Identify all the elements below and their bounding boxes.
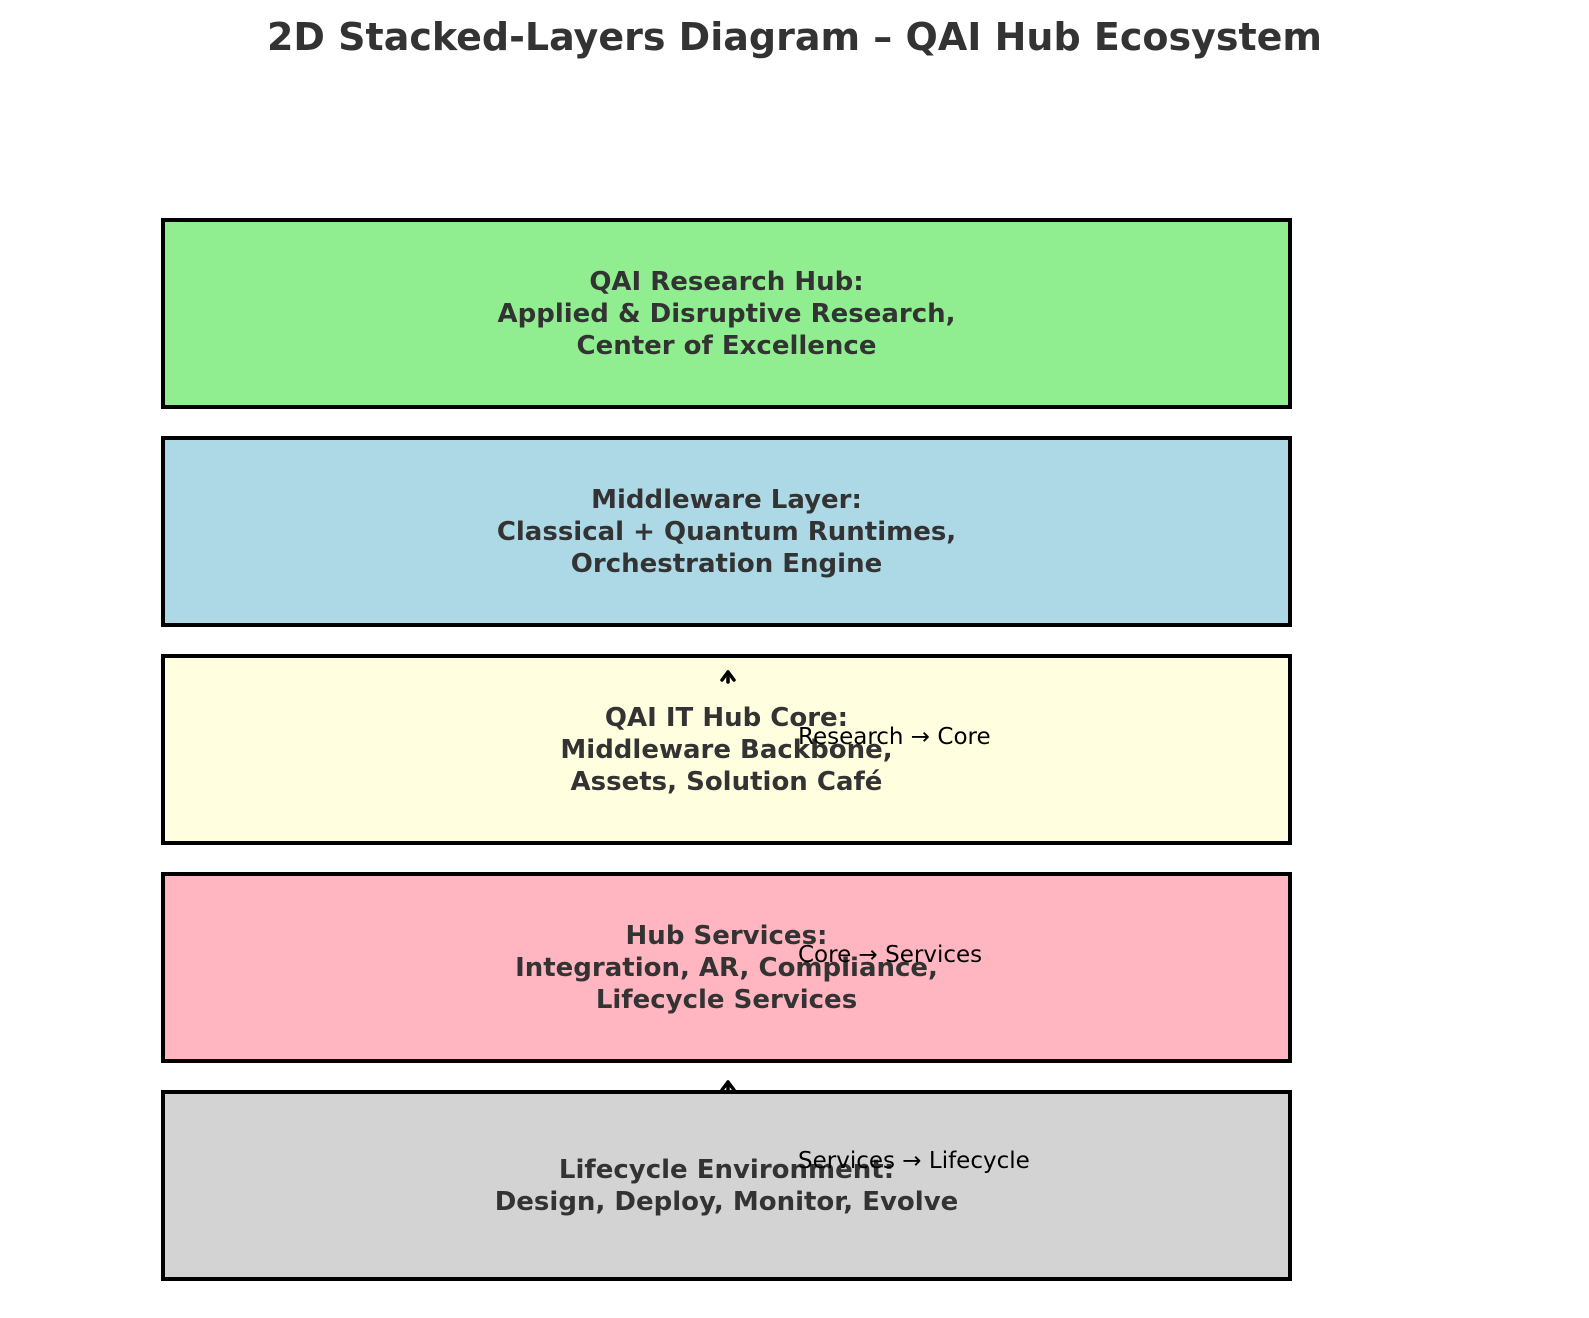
layer-lifecycle-environment: Lifecycle Environment: Design, Deploy, M… [161, 1090, 1292, 1281]
layer-it-hub-core-label: QAI IT Hub Core: Middleware Backbone, As… [560, 702, 893, 797]
layer-research-hub-label: QAI Research Hub: Applied & Disruptive R… [497, 266, 956, 361]
arrow-up-icon [720, 670, 736, 684]
layer-middleware-label: Middleware Layer: Classical + Quantum Ru… [496, 484, 957, 579]
layer-it-hub-core: QAI IT Hub Core: Middleware Backbone, As… [161, 654, 1292, 845]
layer-middleware: Middleware Layer: Classical + Quantum Ru… [161, 436, 1292, 627]
layer-hub-services-label: Hub Services: Integration, AR, Complianc… [515, 920, 938, 1015]
layer-research-hub: QAI Research Hub: Applied & Disruptive R… [161, 218, 1292, 409]
layer-hub-services: Hub Services: Integration, AR, Complianc… [161, 872, 1292, 1063]
diagram-title: 2D Stacked-Layers Diagram – QAI Hub Ecos… [266, 15, 1323, 59]
flow-label-core-services: Core → Services [798, 942, 983, 968]
flow-label-research-core: Research → Core [798, 724, 991, 750]
arrow-up-icon [720, 1080, 736, 1094]
layer-lifecycle-environment-label: Lifecycle Environment: Design, Deploy, M… [494, 1154, 959, 1217]
flow-label-services-lifecycle: Services → Lifecycle [798, 1148, 1030, 1174]
